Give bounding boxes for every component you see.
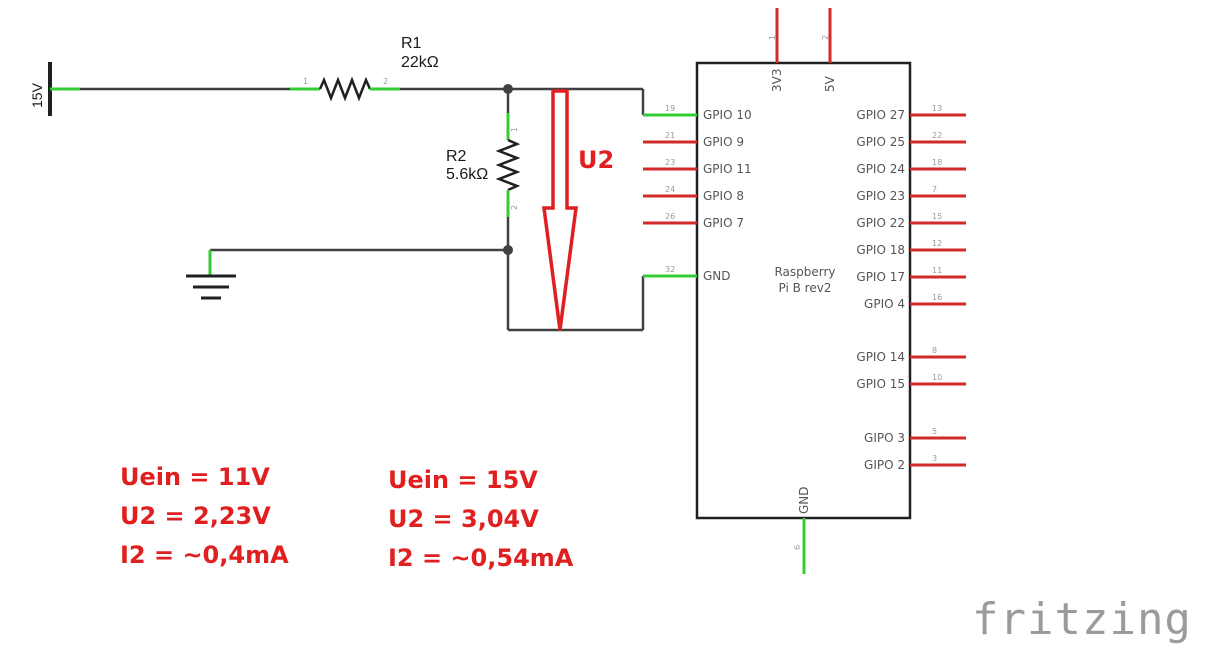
pi-top-pin-number: 2 bbox=[821, 35, 830, 40]
pi-right-pin-number: 15 bbox=[932, 212, 942, 221]
pi-right-pin-label: GPIO 4 bbox=[864, 297, 905, 311]
source-label: 15V bbox=[29, 82, 45, 108]
pi-top-pin-label: 3V3 bbox=[770, 69, 784, 92]
pi-right-pin-number: 3 bbox=[932, 454, 937, 463]
u2-voltage-arrow: U2 bbox=[542, 89, 614, 331]
note-right-uein: Uein = 15V bbox=[388, 466, 538, 494]
r1-pin2-number: 2 bbox=[383, 77, 388, 86]
pi-right-pin-label: GIPO 3 bbox=[864, 431, 905, 445]
pi-bottom-pin-label: GND bbox=[797, 486, 811, 514]
pi-name-line2: Pi B rev2 bbox=[779, 281, 832, 295]
pi-right-pin-label: GPIO 24 bbox=[856, 162, 905, 176]
pi-left-pin-label: GPIO 9 bbox=[703, 135, 744, 149]
pi-right-pin-label: GPIO 23 bbox=[856, 189, 905, 203]
r1-value: 22kΩ bbox=[401, 54, 439, 71]
pi-right-pin-label: GPIO 17 bbox=[856, 270, 905, 284]
pi-right-pin-number: 5 bbox=[932, 427, 937, 436]
note-right-i2: I2 = ~0,54mA bbox=[388, 544, 574, 572]
pi-right-pin-label: GPIO 14 bbox=[856, 350, 905, 364]
fritzing-logo: fritzing bbox=[972, 594, 1192, 645]
pi-name-line1: Raspberry bbox=[774, 265, 835, 279]
notes-left: Uein = 11V U2 = 2,23V I2 = ~0,4mA bbox=[120, 463, 289, 569]
pi-right-pin-label: GPIO 15 bbox=[856, 377, 905, 391]
resistor-r2: 1 2 R2 5.6kΩ bbox=[446, 113, 521, 217]
pi-right-pin-number: 7 bbox=[932, 185, 937, 194]
pi-left-pin-number: 21 bbox=[665, 131, 675, 140]
notes-right: Uein = 15V U2 = 3,04V I2 = ~0,54mA bbox=[388, 466, 574, 572]
r2-value: 5.6kΩ bbox=[446, 166, 488, 183]
pi-left-pin-number: 32 bbox=[665, 265, 675, 274]
wires bbox=[80, 84, 697, 332]
note-right-u2: U2 = 3,04V bbox=[388, 505, 539, 533]
pi-right-pin-label: GPIO 18 bbox=[856, 243, 905, 257]
u2-label: U2 bbox=[578, 146, 614, 174]
pi-left-pin-label: GND bbox=[703, 269, 731, 283]
pi-right-pin-number: 12 bbox=[932, 239, 942, 248]
pi-left-pin-number: 24 bbox=[665, 185, 675, 194]
pi-right-pin-label: GPIO 25 bbox=[856, 135, 905, 149]
pi-top-pin-number: 1 bbox=[768, 35, 777, 40]
pi-right-pin-number: 13 bbox=[932, 104, 942, 113]
pi-left-pin-label: GPIO 7 bbox=[703, 216, 744, 230]
pi-left-pin-number: 19 bbox=[665, 104, 675, 113]
pi-right-pin-number: 16 bbox=[932, 293, 942, 302]
r1-name: R1 bbox=[401, 35, 422, 52]
note-left-i2: I2 = ~0,4mA bbox=[120, 541, 289, 569]
pi-right-pin-number: 10 bbox=[932, 373, 942, 382]
r1-pin1-number: 1 bbox=[303, 77, 308, 86]
pi-left-pin-number: 23 bbox=[665, 158, 675, 167]
pi-right-pin-number: 18 bbox=[932, 158, 942, 167]
note-left-uein: Uein = 11V bbox=[120, 463, 270, 491]
r2-pin1-number: 1 bbox=[510, 127, 519, 132]
r2-name: R2 bbox=[446, 148, 467, 165]
pi-bottom-pin-number: 6 bbox=[793, 545, 802, 550]
r2-pin2-number: 2 bbox=[510, 205, 519, 210]
pi-right-pin-label: GPIO 27 bbox=[856, 108, 905, 122]
pi-left-pin-label: GPIO 8 bbox=[703, 189, 744, 203]
pi-right-pin-number: 8 bbox=[932, 346, 937, 355]
pi-right-pin-label: GPIO 22 bbox=[856, 216, 905, 230]
pi-right-pin-number: 22 bbox=[932, 131, 942, 140]
pi-left-pin-label: GPIO 11 bbox=[703, 162, 752, 176]
pi-right-pin-label: GIPO 2 bbox=[864, 458, 905, 472]
pi-right-pin-number: 11 bbox=[932, 266, 942, 275]
pi-left-pin-number: 26 bbox=[665, 212, 675, 221]
ground-symbol bbox=[186, 250, 236, 300]
resistor-r1: 1 2 R1 22kΩ bbox=[290, 35, 439, 102]
pi-top-pin-label: 5V bbox=[823, 75, 837, 92]
pi-left-pin-label: GPIO 10 bbox=[703, 108, 752, 122]
note-left-u2: U2 = 2,23V bbox=[120, 502, 271, 530]
voltage-source: 15V bbox=[29, 62, 80, 116]
